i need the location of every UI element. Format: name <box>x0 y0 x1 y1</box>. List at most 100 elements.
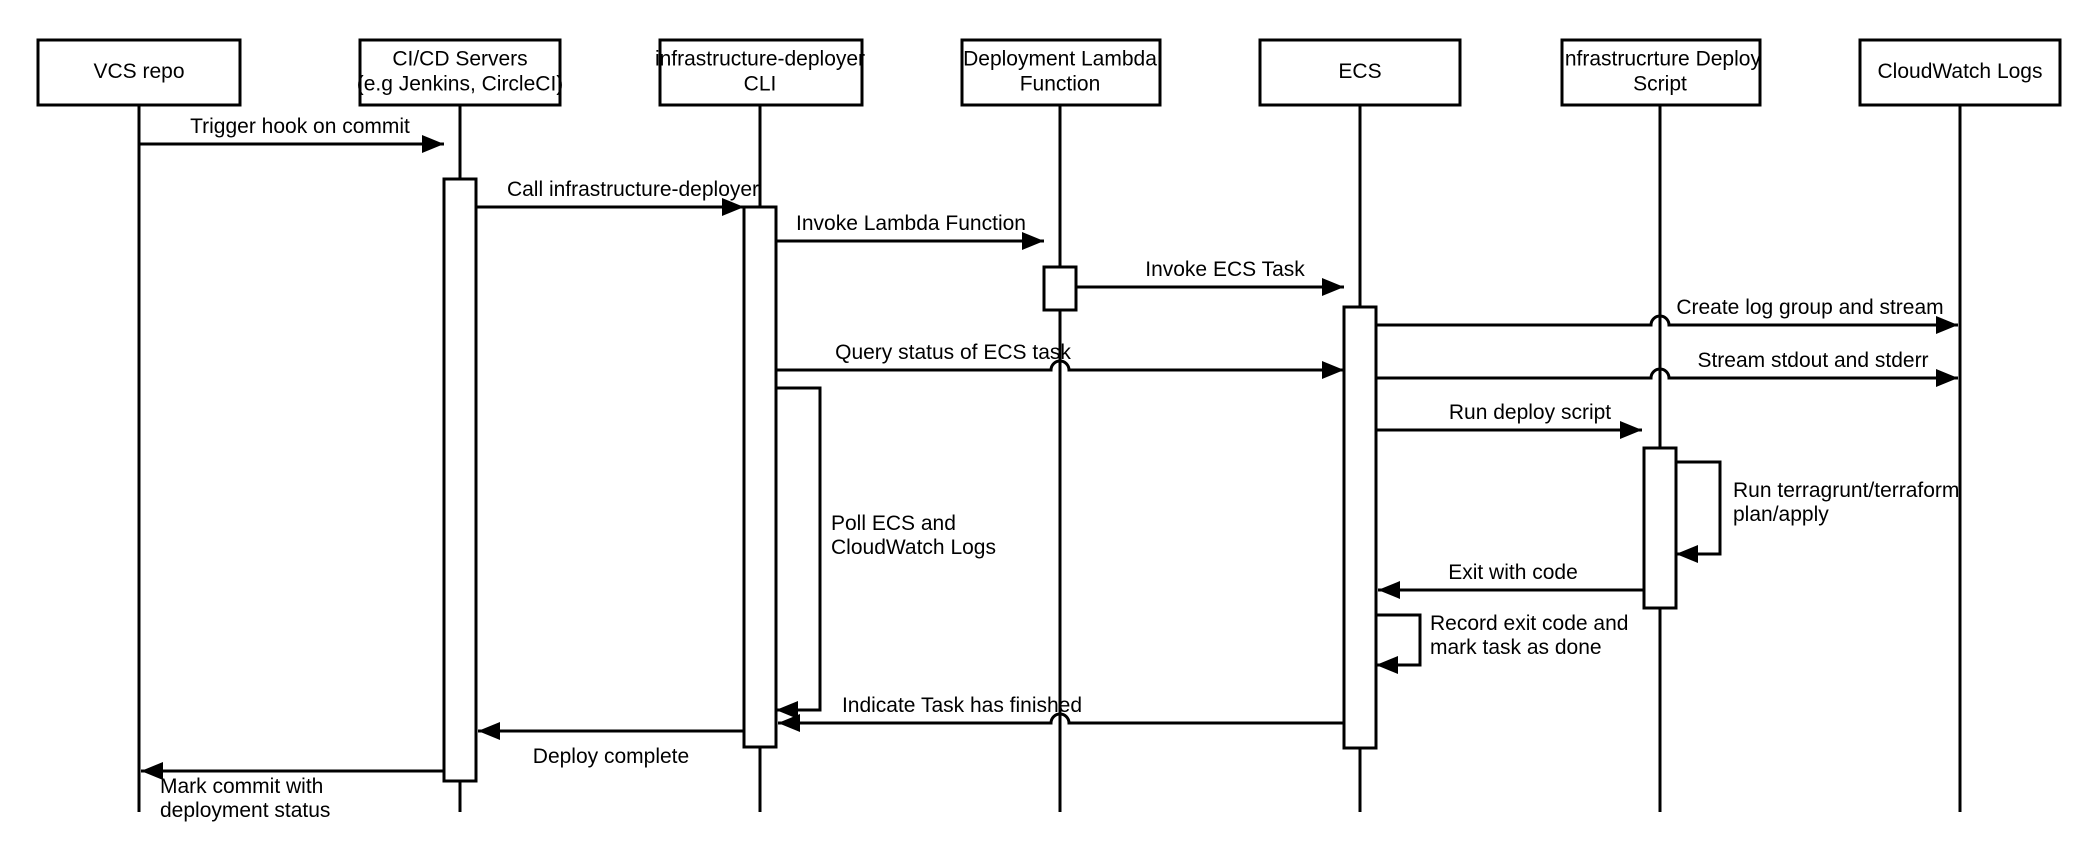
message-arrowhead-m10 <box>1378 581 1400 599</box>
lifeline-label-cli: infrastructure-deployer <box>655 48 865 71</box>
message-label-m6: Query status of ECS task <box>835 341 1071 364</box>
message-m9[interactable] <box>1676 460 1722 563</box>
message-label-text-m15: deployment status <box>160 799 330 822</box>
message-line-m13 <box>778 712 1344 725</box>
message-label-m1: Trigger hook on commit <box>190 115 410 138</box>
message-m15[interactable] <box>141 762 444 780</box>
message-m3[interactable] <box>776 232 1044 250</box>
message-arrowhead-m8 <box>1620 421 1642 439</box>
message-label-text-m10: Exit with code <box>1448 561 1578 584</box>
message-arrowhead-m3 <box>1022 232 1044 250</box>
lifeline-label-lambda: Function <box>1020 73 1101 96</box>
lifeline-label-cicd: (e.g Jenkins, CircleCI) <box>357 73 564 96</box>
message-label-m10: Exit with code <box>1448 561 1578 584</box>
lifeline-label-cli: CLI <box>744 73 777 96</box>
message-label-m2: Call infrastructure-deployer <box>507 178 759 201</box>
lifeline-label-cwlogs: CloudWatch Logs <box>1878 60 2043 83</box>
lifeline-label-cicd: CI/CD Servers <box>392 48 527 71</box>
message-m12[interactable] <box>776 386 822 719</box>
message-arrowhead-m11 <box>1376 656 1398 674</box>
activation-bar-act-ds-terra[interactable] <box>1674 460 1722 556</box>
activation-bar-act-ecs[interactable] <box>1342 305 1378 750</box>
message-m1[interactable] <box>139 135 444 153</box>
message-m14[interactable] <box>478 722 744 740</box>
lifeline-head-deployscript[interactable] <box>1560 38 1762 107</box>
activation-bar-act-lambda[interactable] <box>1042 265 1078 312</box>
message-label-m4: Invoke ECS Task <box>1145 258 1305 281</box>
message-arrowhead-m1 <box>422 135 444 153</box>
message-label-text-m11: mark task as done <box>1430 636 1602 659</box>
message-arrowhead-m15 <box>141 762 163 780</box>
lifeline-label-vcs: VCS repo <box>93 60 184 83</box>
message-m5[interactable] <box>1376 314 1958 334</box>
lifeline-label-deployscript: Infrastrucrture Deploy <box>1559 48 1761 71</box>
message-m7[interactable] <box>1376 367 1958 387</box>
lifeline-head-ecs[interactable] <box>1258 38 1462 107</box>
lifeline-head-cwlogs[interactable] <box>1858 38 2062 107</box>
message-label-text-m9: plan/apply <box>1733 503 1829 526</box>
lifelines-layer: VCS repo CI/CD Servers(e.g Jenkins, Circl… <box>36 38 2062 812</box>
lifeline-label-deployscript: Script <box>1633 73 1687 96</box>
message-label-text-m12: Poll ECS and <box>831 512 956 535</box>
message-label-text-m9: Run terragrunt/terraform <box>1733 479 1959 502</box>
lifeline-cicd[interactable]: CI/CD Servers(e.g Jenkins, CircleCI) <box>357 38 564 812</box>
message-label-m8: Run deploy script <box>1449 401 1611 424</box>
message-label-text-m1: Trigger hook on commit <box>190 115 410 138</box>
message-arrowhead-m2 <box>722 198 744 216</box>
message-arrowhead-m13 <box>778 714 800 732</box>
message-label-text-m15: Mark commit with <box>160 775 323 798</box>
message-arrowhead-m4 <box>1322 278 1344 296</box>
lifeline-head-cli[interactable] <box>658 38 864 107</box>
message-label-m14: Deploy complete <box>533 745 689 768</box>
message-m8[interactable] <box>1376 421 1642 439</box>
message-m13[interactable] <box>778 712 1344 732</box>
message-arrowhead-m9 <box>1676 545 1698 563</box>
message-m11[interactable] <box>1376 613 1422 674</box>
message-line-m7 <box>1376 367 1958 380</box>
activations-layer <box>442 177 1722 783</box>
message-label-text-m13: Indicate Task has finished <box>842 694 1082 717</box>
lifeline-cwlogs[interactable]: CloudWatch Logs <box>1858 38 2062 812</box>
message-label-m3: Invoke Lambda Function <box>796 212 1026 235</box>
message-arrowhead-m7 <box>1936 369 1958 387</box>
message-label-text-m3: Invoke Lambda Function <box>796 212 1026 235</box>
lifeline-label-lambda: Deployment Lambda <box>963 48 1157 71</box>
lifeline-head-lambda[interactable] <box>960 38 1162 107</box>
message-label-text-m8: Run deploy script <box>1449 401 1611 424</box>
lifeline-vcs[interactable]: VCS repo <box>36 38 242 812</box>
message-m4[interactable] <box>1076 278 1344 296</box>
activation-bar-act-cli-poll[interactable] <box>774 386 822 712</box>
message-m2[interactable] <box>476 198 744 216</box>
message-label-text-m12: CloudWatch Logs <box>831 536 996 559</box>
message-line-m5 <box>1376 314 1958 327</box>
messages-layer <box>139 135 1958 780</box>
message-label-m13: Indicate Task has finished <box>842 694 1082 717</box>
message-m10[interactable] <box>1378 581 1644 599</box>
message-label-text-m2: Call infrastructure-deployer <box>507 178 759 201</box>
message-label-text-m7: Stream stdout and stderr <box>1697 349 1928 372</box>
message-label-text-m11: Record exit code and <box>1430 612 1628 635</box>
message-label-text-m5: Create log group and stream <box>1676 296 1943 319</box>
message-arrowhead-m6 <box>1322 361 1344 379</box>
lifeline-head-vcs[interactable] <box>36 38 242 107</box>
message-arrowhead-m14 <box>478 722 500 740</box>
activation-bar-act-cicd[interactable] <box>442 177 478 783</box>
message-arrowhead-m5 <box>1936 316 1958 334</box>
activation-bar-act-cli[interactable] <box>742 205 778 749</box>
lifeline-label-ecs: ECS <box>1338 60 1381 83</box>
message-line-m6 <box>776 359 1344 372</box>
message-label-text-m4: Invoke ECS Task <box>1145 258 1305 281</box>
message-label-text-m6: Query status of ECS task <box>835 341 1071 364</box>
message-m6[interactable] <box>776 359 1344 379</box>
activation-bar-act-deployscript[interactable] <box>1642 446 1678 610</box>
message-label-text-m14: Deploy complete <box>533 745 689 768</box>
